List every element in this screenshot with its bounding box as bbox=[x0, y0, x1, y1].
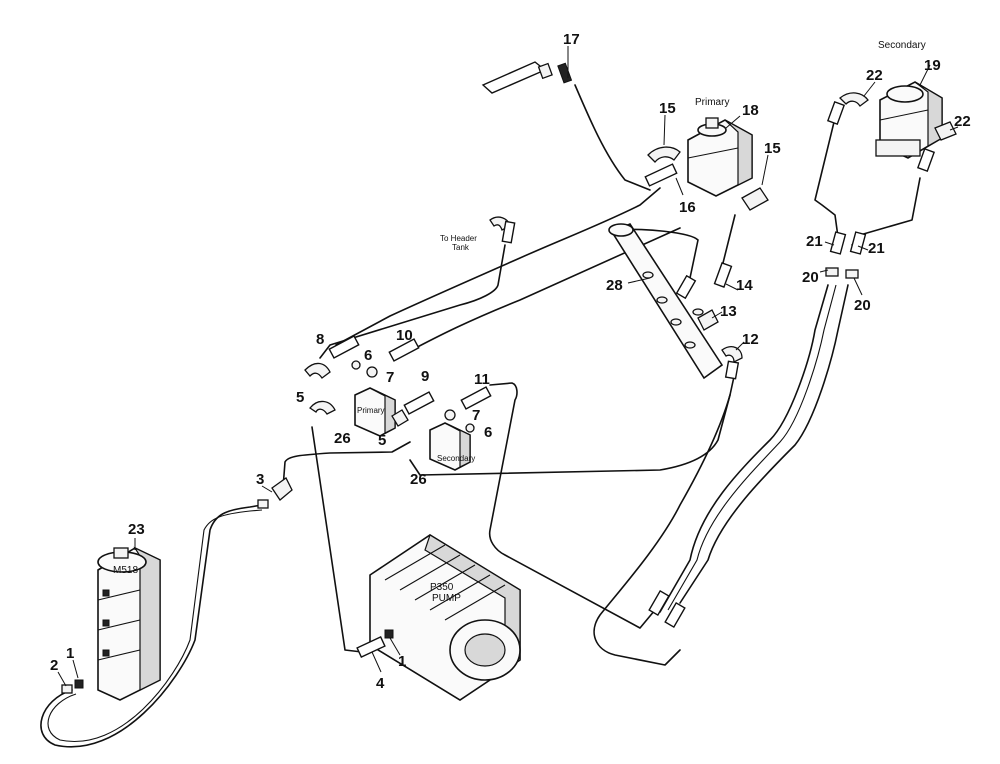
callout-3: 3 bbox=[256, 471, 264, 488]
primary-valve-label: Primary bbox=[357, 406, 385, 415]
secondary-valve-block-26: Secondary bbox=[429, 422, 475, 471]
callout-28: 28 bbox=[606, 277, 623, 294]
m518-motor-unit: M518 bbox=[97, 546, 161, 701]
callout-23: 23 bbox=[128, 521, 145, 538]
callout-22-left: 22 bbox=[866, 67, 883, 84]
primary-pump-label: Primary bbox=[695, 97, 729, 108]
callout-12: 12 bbox=[742, 331, 759, 348]
callout-20-right: 20 bbox=[854, 297, 871, 314]
callout-numbers: 17 18 15 15 16 19 22 22 21 21 20 20 14 1… bbox=[50, 31, 971, 692]
callout-7-right: 7 bbox=[472, 407, 480, 424]
leader-lines bbox=[57, 46, 959, 687]
callout-7-left: 7 bbox=[386, 369, 394, 386]
callout-15-left: 15 bbox=[659, 100, 676, 117]
callout-17: 17 bbox=[563, 31, 580, 48]
callout-13: 13 bbox=[720, 303, 737, 320]
callout-2: 2 bbox=[50, 657, 58, 674]
callout-8: 8 bbox=[316, 331, 324, 348]
header-tank-label-line1: To Header bbox=[440, 234, 477, 243]
callout-6-left: 6 bbox=[364, 347, 372, 364]
callout-14: 14 bbox=[736, 277, 753, 294]
callout-1-right: 1 bbox=[398, 653, 406, 670]
callout-16: 16 bbox=[679, 199, 696, 216]
valve-bank-28 bbox=[608, 222, 724, 380]
callout-5-right: 5 bbox=[378, 432, 386, 449]
callout-20-left: 20 bbox=[802, 269, 819, 286]
p350-label-line2: PUMP bbox=[432, 593, 461, 604]
header-tank-label-line2: Tank bbox=[452, 243, 470, 252]
hose-fittings bbox=[61, 61, 957, 694]
callout-5-left: 5 bbox=[296, 389, 304, 406]
callout-6-right: 6 bbox=[484, 424, 492, 441]
secondary-pump-label: Secondary bbox=[878, 40, 926, 51]
callout-26-secondary: 26 bbox=[410, 471, 427, 488]
callout-21-right: 21 bbox=[868, 240, 885, 257]
callout-26-primary: 26 bbox=[334, 430, 351, 447]
text-labels: To Header Tank bbox=[440, 234, 477, 252]
p350-label-line1: P350 bbox=[430, 582, 454, 593]
primary-valve-block-26: Primary bbox=[354, 387, 396, 437]
callout-9: 9 bbox=[421, 368, 429, 385]
m518-label: M518 bbox=[113, 565, 138, 576]
callout-4: 4 bbox=[376, 675, 385, 692]
secondary-valve-label: Secondary bbox=[437, 454, 475, 463]
callout-15-right: 15 bbox=[764, 140, 781, 157]
callout-21-left: 21 bbox=[806, 233, 823, 250]
callout-18: 18 bbox=[742, 102, 759, 119]
callout-10: 10 bbox=[396, 327, 413, 344]
callout-22-right: 22 bbox=[954, 113, 971, 130]
pipe-runs bbox=[40, 84, 921, 748]
callout-1-left: 1 bbox=[66, 645, 74, 662]
primary-pump-18: Primary bbox=[687, 97, 753, 197]
p350-pump-unit: P350 PUMP bbox=[369, 534, 521, 701]
callout-19: 19 bbox=[924, 57, 941, 74]
callout-11: 11 bbox=[474, 371, 490, 388]
